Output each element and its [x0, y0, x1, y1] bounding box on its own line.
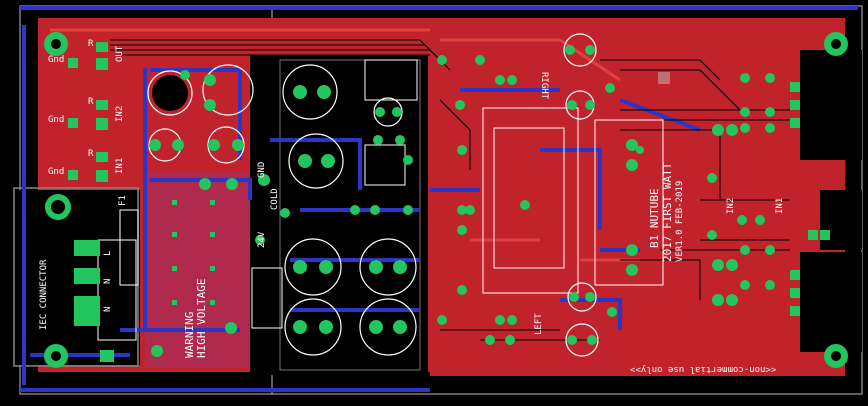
- pin-n1-label: N: [103, 278, 113, 284]
- gnd-out-label: Gnd: [48, 55, 65, 65]
- left-channel-label: LEFT: [534, 313, 544, 335]
- psu-area: [145, 172, 250, 367]
- right-connector-cutout-3: [800, 252, 862, 352]
- r-out-label: R: [88, 39, 94, 49]
- test-point: [658, 72, 670, 84]
- gnd-rail-label: GND: [257, 161, 267, 178]
- high-voltage-label: HIGH VOLTAGE: [195, 278, 208, 358]
- pin-l-label: L: [103, 250, 113, 256]
- right-connector-cutout: [800, 50, 862, 160]
- out-label: OUT: [115, 45, 125, 62]
- in1-label: IN1: [115, 157, 125, 174]
- cap-bank-outline: [279, 59, 421, 371]
- in2-label: IN2: [115, 105, 125, 122]
- right-channel-label: RIGHT: [539, 72, 549, 100]
- warning-label: WARNING: [183, 311, 196, 358]
- board-version: VER1.0 FEB-2019: [675, 180, 685, 262]
- board-subtitle: 2017 FIRST WATT: [661, 162, 674, 262]
- 24v-label: 24V: [257, 231, 267, 248]
- fuse-label: F1: [118, 195, 128, 206]
- in1-right-label: IN1: [775, 197, 785, 214]
- pin-n2-label: N: [103, 306, 113, 312]
- r-in2-label: R: [88, 97, 94, 107]
- in2-right-label: IN2: [726, 197, 736, 214]
- r-in1-label: R: [88, 149, 94, 159]
- board-title: B1 NUTUBE: [648, 188, 661, 248]
- gnd-in1-label: Gnd: [48, 167, 65, 177]
- right-connector-cutout-2: [820, 190, 862, 250]
- cold-label: COLD: [270, 188, 280, 210]
- usage-notice: <<non-commertial use only>>: [630, 364, 777, 374]
- iec-connector-label: IEC CONNECTOR: [39, 259, 49, 330]
- gnd-in2-label: Gnd: [48, 115, 65, 125]
